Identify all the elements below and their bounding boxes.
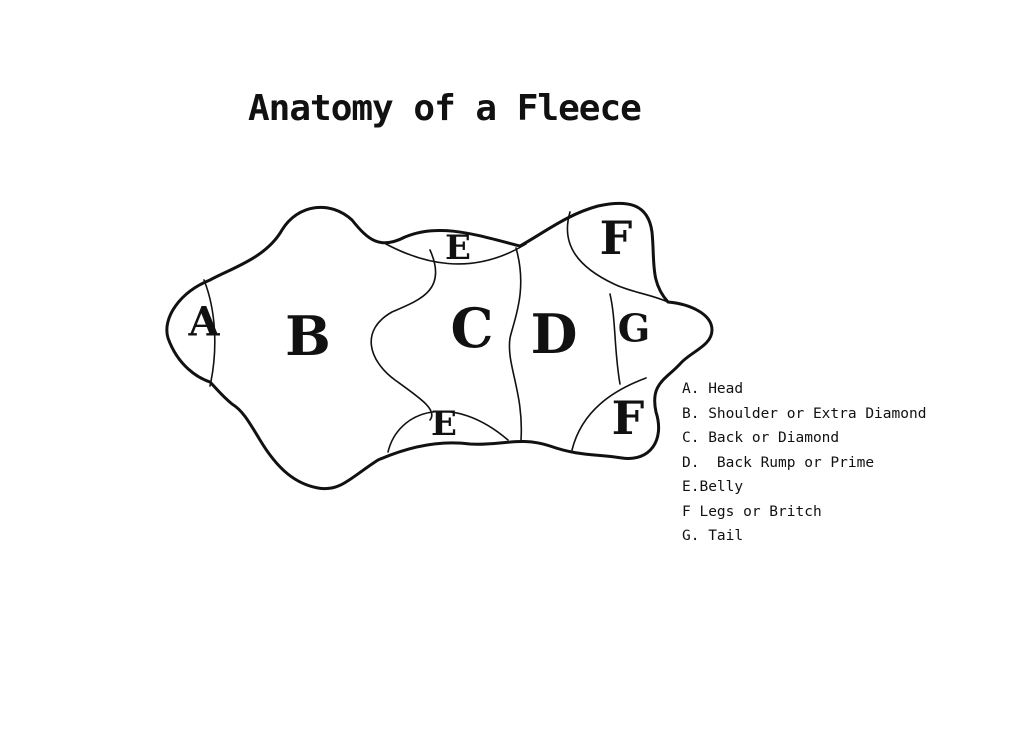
region-label-e-top: E [445, 228, 471, 268]
legend-item-head: A. Head [682, 381, 744, 397]
region-label-f-top: F [600, 211, 633, 265]
divider-belly-bottom [387, 410, 509, 453]
legend-item-legs: F Legs or Britch [682, 503, 822, 520]
region-label-f-bottom: F [612, 391, 645, 445]
divider-leg-top [566, 211, 669, 303]
region-label-e-bottom: E [431, 404, 457, 444]
legend-item-rump: D. Back Rump or Prime [682, 454, 875, 471]
region-label-b: B [285, 304, 331, 368]
region-label-g: G [618, 306, 650, 351]
region-label-d: D [531, 302, 578, 366]
divider-back [508, 247, 523, 441]
region-label-c: C [451, 296, 494, 360]
diagram-title: Anatomy of a Fleece [248, 88, 642, 129]
divider-shoulder [370, 249, 437, 421]
legend-item-tail: G. Tail [682, 528, 744, 544]
fleece-outline [165, 201, 714, 491]
region-label-a: A [187, 299, 220, 346]
divider-leg-bottom [571, 377, 647, 451]
divider-head [203, 279, 216, 387]
legend-item-shoulder: B. Shoulder or Extra Diamond [682, 405, 927, 422]
divider-rump [609, 293, 621, 385]
legend-item-belly: E.Belly [682, 479, 744, 495]
legend: A. Head B. Shoulder or Extra Diamond C. … [682, 377, 926, 549]
legend-item-back: C. Back or Diamond [682, 430, 840, 446]
divider-belly-top [385, 243, 527, 265]
